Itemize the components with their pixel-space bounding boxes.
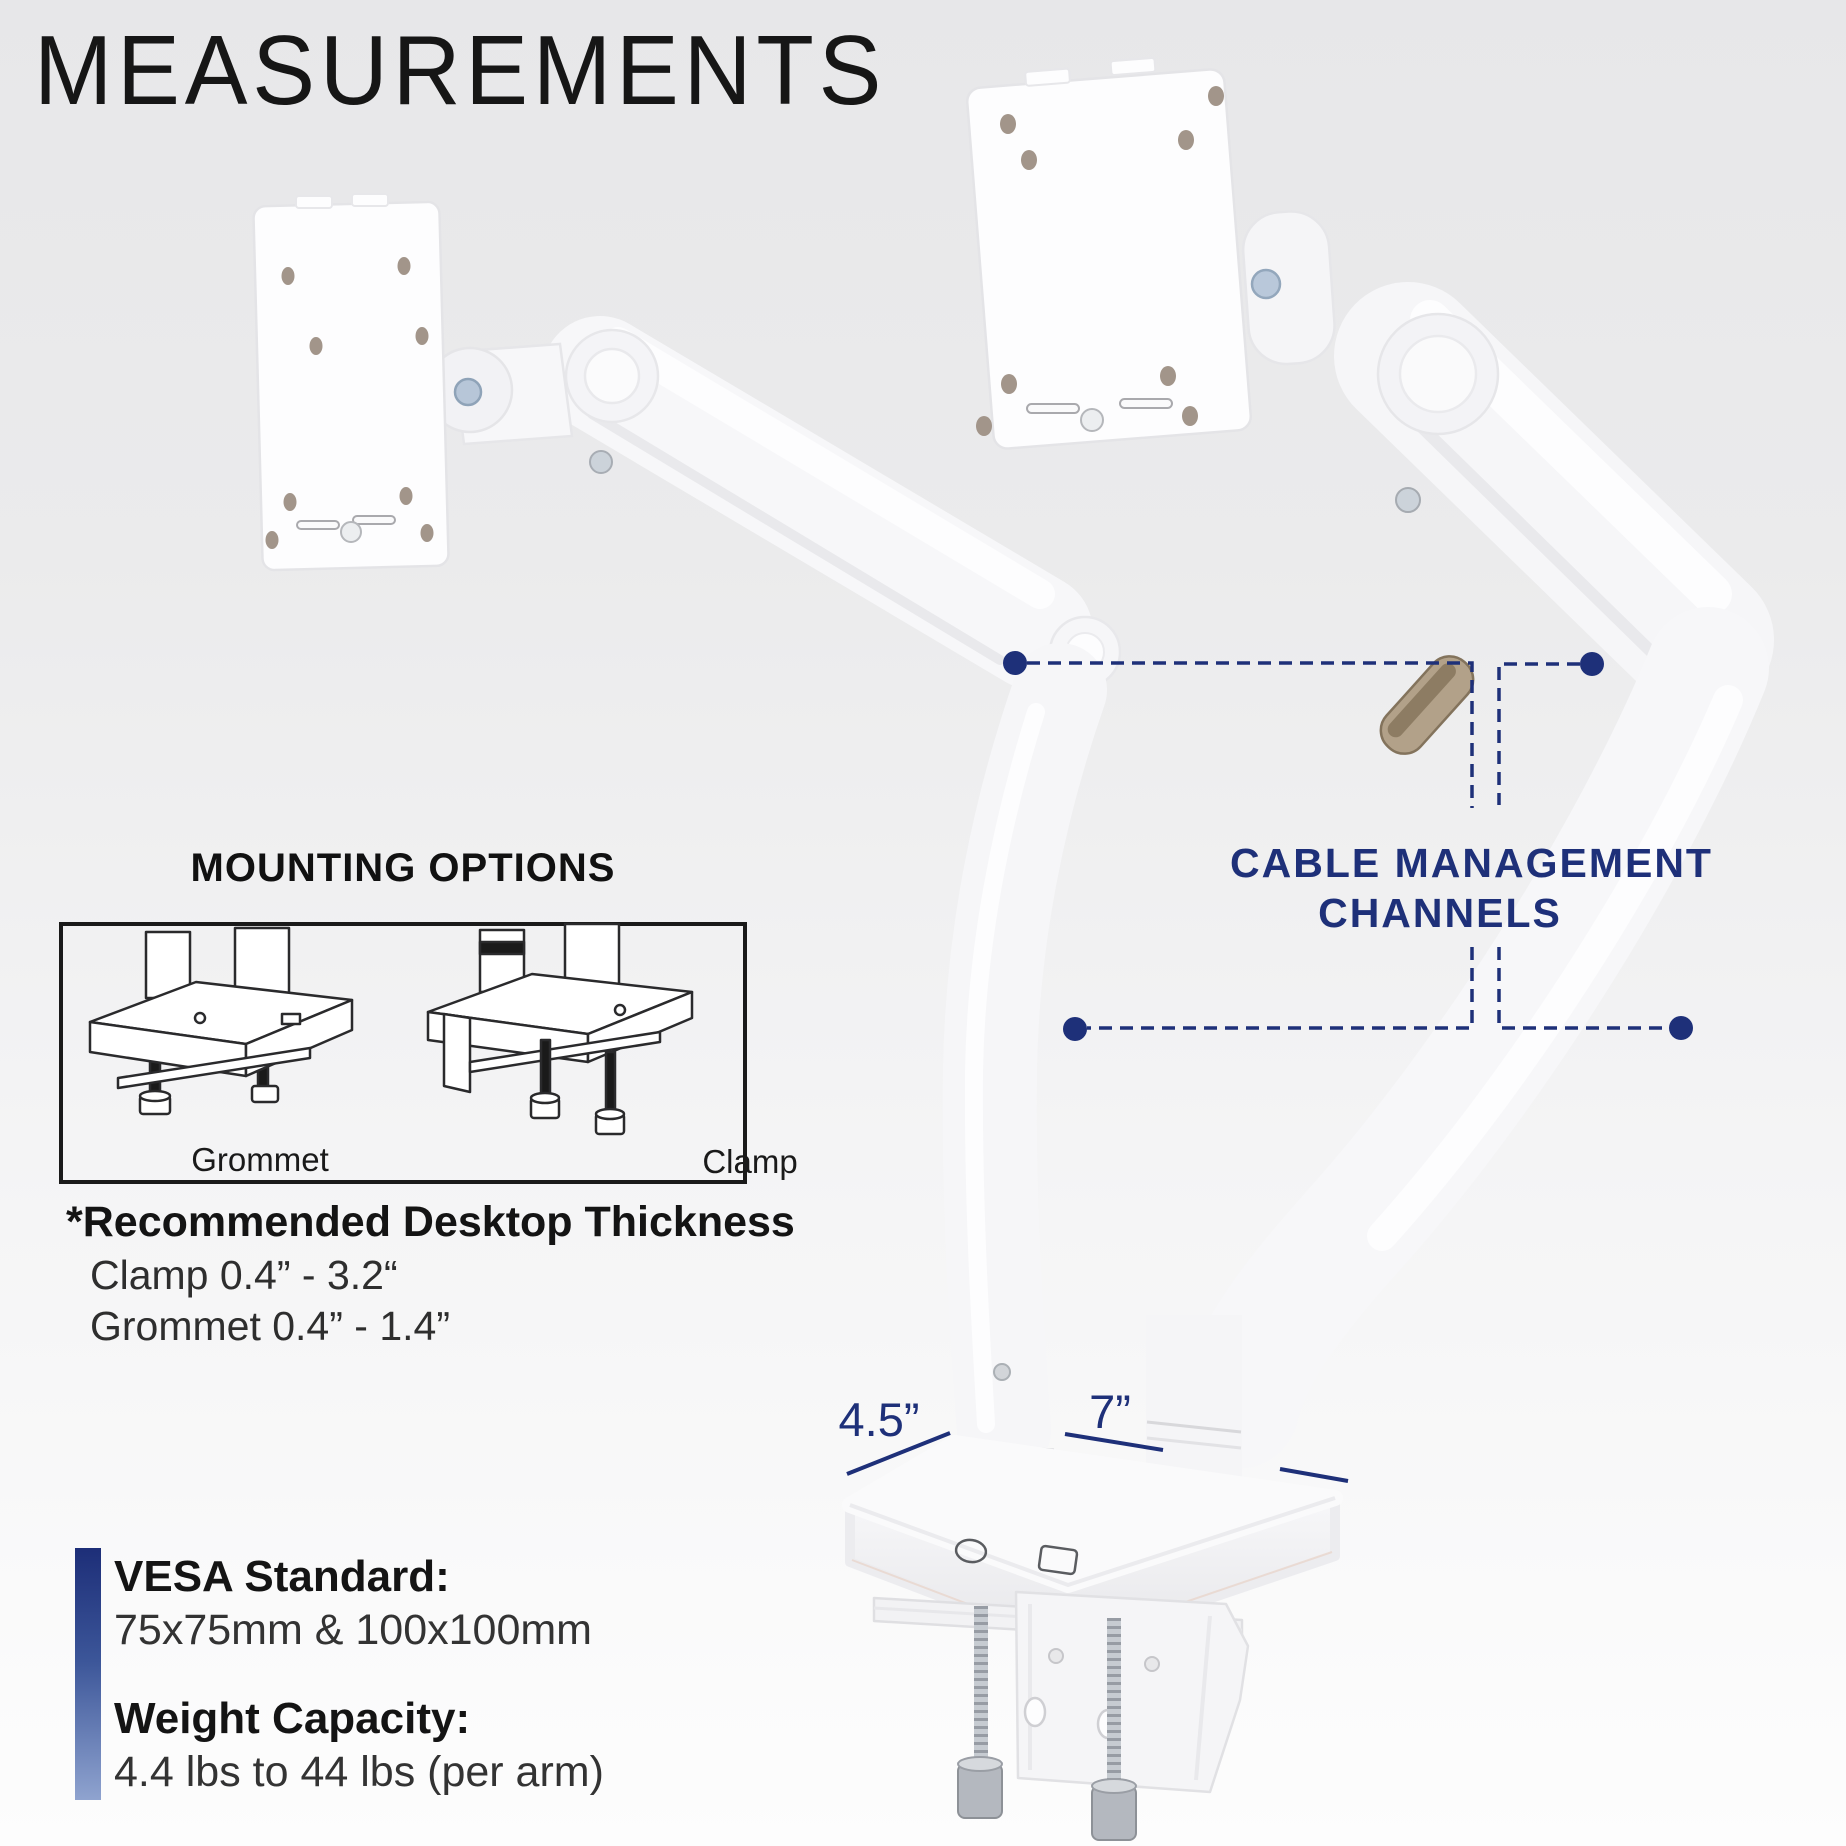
specs-accent-bar xyxy=(75,1548,101,1800)
clamp-screw-right xyxy=(1091,1618,1137,1841)
grommet-label: Grommet xyxy=(191,1141,329,1178)
base-square-cutout xyxy=(1037,1544,1079,1576)
measurement-line-width xyxy=(1279,1467,1349,1483)
cable-management-line1: CABLE MANAGEMENT xyxy=(1230,840,1713,886)
grommet-mount-illustration xyxy=(88,926,354,1116)
left-monitor-arm xyxy=(252,193,1122,1477)
vesa-center-screw-right xyxy=(1080,408,1104,432)
vesa-plate-left xyxy=(252,193,450,572)
right-lower-arm xyxy=(1177,607,1769,1469)
right-upper-arm-underside xyxy=(1390,396,1678,678)
vesa-holes-right xyxy=(976,86,1224,436)
weight-capacity-value: 4.4 lbs to 44 lbs (per arm) xyxy=(114,1748,604,1796)
right-monitor-arm xyxy=(966,57,1774,1478)
vesa-standard-value: 75x75mm & 100x100mm xyxy=(114,1606,592,1654)
clamp-thickness-range: Clamp 0.4” - 3.2“ xyxy=(90,1252,398,1298)
clamp-label: Clamp xyxy=(702,1143,798,1180)
right-plate-hinge xyxy=(1241,210,1336,366)
vesa-holes-left xyxy=(265,257,434,549)
clamp-hole xyxy=(1144,1656,1160,1672)
grommet-thickness-range: Grommet 0.4” - 1.4” xyxy=(90,1303,450,1349)
desk-clamp xyxy=(872,1590,1250,1841)
left-arm-screw xyxy=(589,450,613,474)
left-hinge-screw xyxy=(453,377,483,407)
clamp-keyhole-slot xyxy=(1023,1696,1047,1728)
base-oval-cutout xyxy=(954,1538,988,1564)
base-width-label: 7” xyxy=(1089,1385,1131,1438)
cable-channel-dashed-lines xyxy=(1027,661,1668,1030)
base-depth-label: 4.5” xyxy=(838,1393,920,1446)
cable-management-label: CABLE MANAGEMENT CHANNELS xyxy=(1230,838,1713,938)
page-title: MEASUREMENTS xyxy=(34,15,887,125)
clamp-bracket-body xyxy=(1014,1590,1250,1794)
clamp-screw-left xyxy=(957,1606,1003,1819)
clamp-hole xyxy=(1048,1648,1064,1664)
weight-capacity-heading: Weight Capacity: xyxy=(114,1694,471,1743)
right-arm-screw xyxy=(1395,487,1421,513)
mounting-options-border xyxy=(59,922,747,1184)
vesa-standard-heading: VESA Standard: xyxy=(114,1552,450,1601)
measurement-line-depth xyxy=(846,1431,951,1476)
clamp-mount-illustration xyxy=(426,922,694,1136)
cable-channel-dots xyxy=(1003,651,1693,1041)
vesa-plate-right xyxy=(966,57,1252,450)
right-hinge-screw xyxy=(1250,268,1282,300)
desktop-thickness-heading: *Recommended Desktop Thickness xyxy=(66,1198,795,1246)
mounting-options-panel xyxy=(59,922,747,1184)
cable-management-line2: CHANNELS xyxy=(1318,890,1562,936)
right-cable-channel-opening xyxy=(1379,655,1475,755)
measurement-line-width xyxy=(1064,1432,1164,1452)
vesa-center-screw-left xyxy=(340,521,362,543)
mounting-options-heading: MOUNTING OPTIONS xyxy=(190,846,616,890)
left-upper-arm xyxy=(542,316,1093,690)
left-pole-screw xyxy=(993,1363,1011,1381)
base-measurement-lines xyxy=(846,1431,1349,1483)
left-lower-arm xyxy=(942,643,1107,1477)
